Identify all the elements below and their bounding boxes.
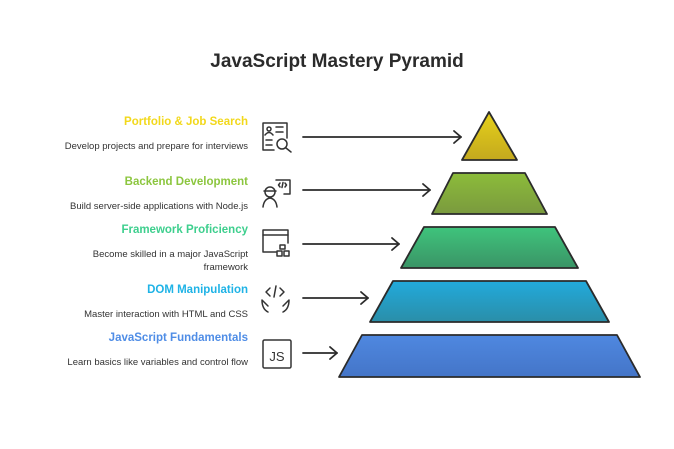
js-icon (262, 339, 292, 369)
level-title-portfolio: Portfolio & Job Search (124, 116, 248, 128)
level-title-dom: DOM Manipulation (147, 284, 248, 296)
pyramid-tier-fundamentals (338, 334, 641, 378)
level-desc-portfolio: Develop projects and prepare for intervi… (64, 141, 248, 152)
pyramid-tier-dom (369, 280, 610, 323)
arrow-fundamentals (302, 346, 338, 360)
level-desc-dom: Master interaction with HTML and CSS (84, 309, 248, 320)
resume-search-icon (262, 122, 292, 153)
arrow-dom (302, 291, 369, 305)
diagram-title: JavaScript Mastery Pyramid (210, 51, 464, 72)
hands-code-icon (261, 285, 290, 313)
js-icon-label: JS (269, 349, 285, 364)
pyramid-tier-framework (400, 226, 579, 269)
level-desc-backend: Build server-side applications with Node… (70, 201, 248, 212)
browser-components-icon (262, 229, 290, 257)
level-title-framework: Framework Proficiency (121, 224, 248, 236)
level-desc-fundamentals: Learn basics like variables and control … (67, 357, 248, 368)
arrow-portfolio (302, 130, 462, 144)
level-desc-framework: Become skilled in a major JavaScript fra… (92, 249, 248, 273)
arrow-framework (302, 237, 400, 251)
arrow-backend (302, 183, 431, 197)
developer-code-icon (262, 179, 291, 208)
level-title-backend: Backend Development (124, 176, 248, 188)
pyramid-tier-portfolio (461, 111, 518, 161)
pyramid-tier-backend (431, 172, 548, 215)
level-title-fundamentals: JavaScript Fundamentals (108, 332, 248, 344)
